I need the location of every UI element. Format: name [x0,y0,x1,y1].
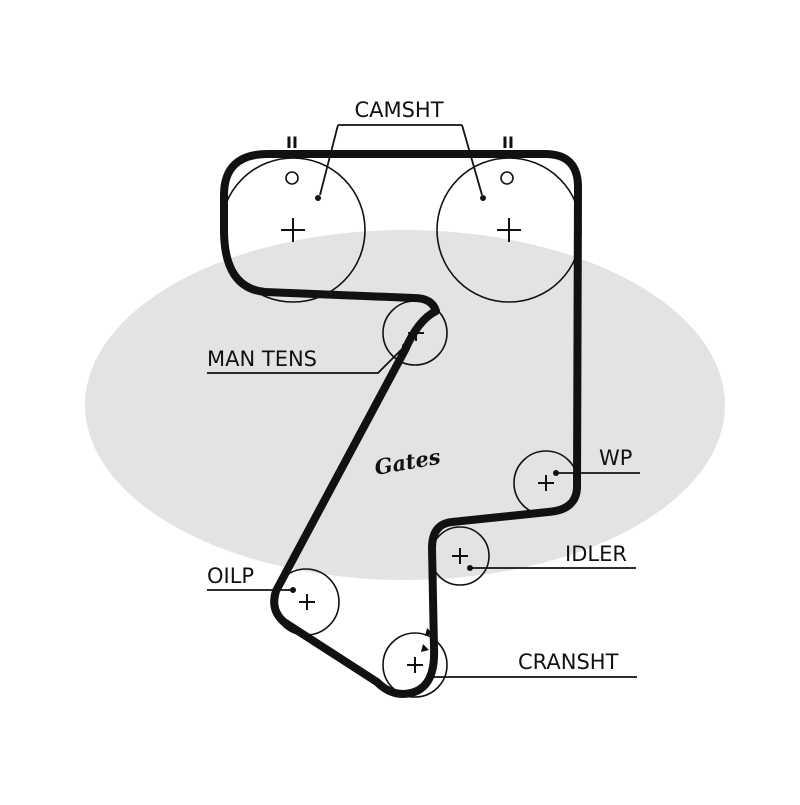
label-camshaft: CAMSHT [354,98,443,122]
leader-lines [207,124,640,678]
water-pump-dot [553,470,559,476]
manual-tensioner-leader [207,346,405,374]
oil-pump-dot [290,587,296,593]
idler-centre-icon [452,548,468,564]
crankshaft-pulley [382,632,448,698]
camshaft-right-dot [480,195,486,201]
label-manual-tensioner: MAN TENS [207,347,317,371]
camshaft-leader [319,124,483,196]
timing-mark-right: II [502,133,514,152]
label-water-pump: WP [599,446,632,470]
crankshaft-arrow-icon-2 [421,644,429,652]
label-idler: IDLER [565,542,627,566]
timing-belt [220,150,582,698]
label-crankshaft: CRANSHT [518,650,619,674]
water-pump-centre-icon [538,475,554,491]
oil-pump-centre-icon [299,594,315,610]
crankshaft-centre-icon [407,657,423,673]
crankshaft-arrow-icon [425,628,433,636]
idler-dot [467,565,473,571]
leader-dots [290,195,559,680]
camshaft-right-centre-icon [497,218,521,242]
camshaft-left-timing-hole [285,171,299,185]
gates-watermark: Gates [85,230,725,580]
crankshaft-dot [426,674,432,680]
camshaft-right-timing-hole [500,171,514,185]
timing-mark-left: II [286,133,298,152]
label-oil-pump: OILP [207,564,254,588]
manual-tensioner-dot [402,343,408,349]
watermark-ellipse [85,230,725,580]
camshaft-left-centre-icon [281,218,305,242]
camshaft-left-dot [315,195,321,201]
